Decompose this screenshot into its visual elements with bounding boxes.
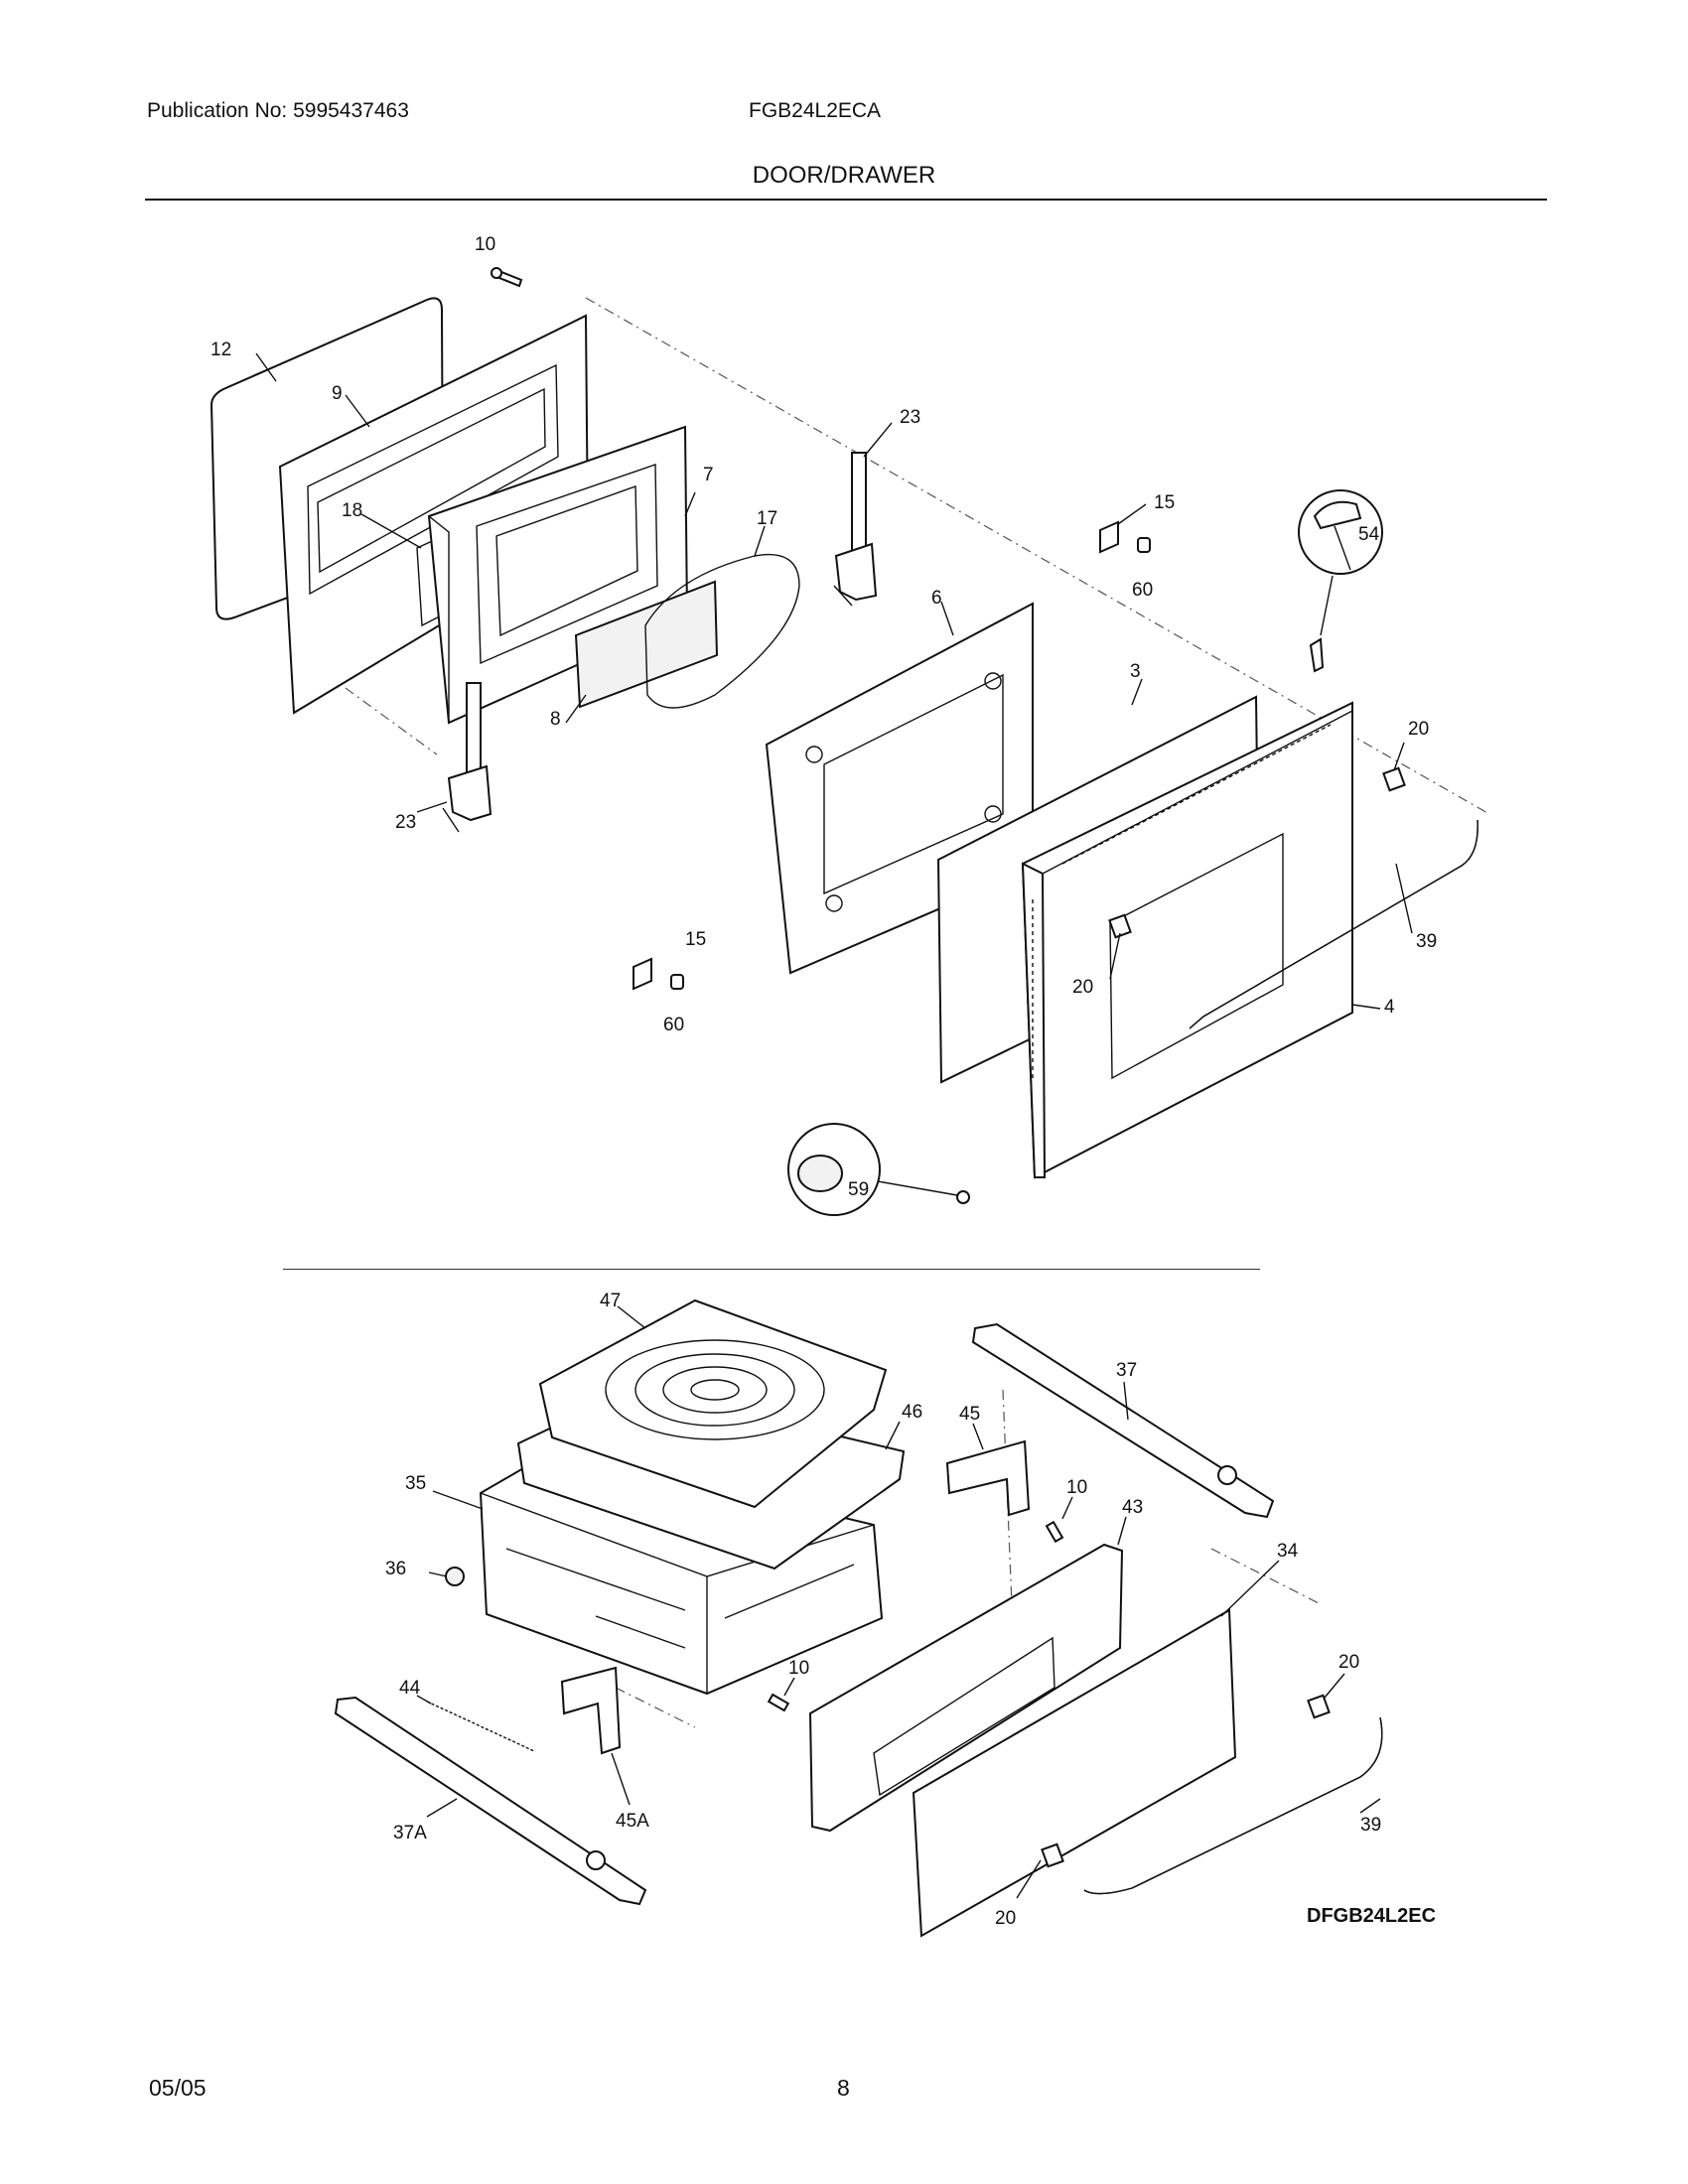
callout-47: 47 <box>600 1291 621 1311</box>
callout-60-upper: 60 <box>1132 580 1153 601</box>
screw-part-10-lower <box>767 1693 790 1712</box>
callout-37: 37 <box>1116 1360 1137 1381</box>
drawer-front-part-34 <box>912 1608 1237 1938</box>
callout-4: 4 <box>1384 997 1395 1018</box>
callout-36: 36 <box>385 1559 406 1579</box>
callout-39-drawer: 39 <box>1360 1815 1381 1836</box>
diagram-code: DFGB24L2EC <box>1307 1905 1436 1927</box>
callout-45: 45 <box>959 1404 980 1425</box>
callout-34: 34 <box>1277 1541 1299 1562</box>
callout-60-lower: 60 <box>663 1015 684 1035</box>
callout-39-door: 39 <box>1416 931 1437 952</box>
publication-date: 05/05 <box>149 2075 207 2101</box>
drawer-assembly <box>334 1298 1383 1938</box>
screw-detail-part-54 <box>1298 489 1383 673</box>
drawer-frame-part-43 <box>808 1543 1124 1833</box>
drawer-rail-part-37 <box>971 1322 1275 1519</box>
callout-54: 54 <box>1358 524 1380 545</box>
callout-8: 8 <box>550 709 561 730</box>
hinge-part-23-right <box>833 452 878 607</box>
callout-46: 46 <box>902 1402 922 1423</box>
clip-part-20-upper <box>1382 766 1406 792</box>
callout-7: 7 <box>703 465 714 485</box>
screw-part-10-upper <box>1045 1520 1064 1544</box>
bumper-part-60-lower <box>670 974 684 990</box>
callout-37A: 37A <box>393 1823 427 1843</box>
bumper-part-60-upper <box>1137 537 1151 553</box>
callout-10-drawer-upper: 10 <box>1066 1477 1087 1498</box>
broiler-insert-part-47 <box>538 1298 888 1509</box>
callout-15-lower: 15 <box>685 929 706 950</box>
clip-part-20-lower <box>1108 913 1132 939</box>
callout-12: 12 <box>211 340 231 360</box>
section-divider <box>283 1269 1260 1270</box>
callout-20-drawer-upper: 20 <box>1338 1652 1359 1673</box>
bracket-part-15-lower <box>633 957 652 991</box>
callout-23-right: 23 <box>900 407 920 428</box>
callout-9: 9 <box>332 383 343 404</box>
callout-44: 44 <box>399 1678 421 1699</box>
callout-3: 3 <box>1130 661 1141 682</box>
header-rule <box>145 199 1547 201</box>
callout-10-drawer-lower: 10 <box>788 1658 809 1679</box>
callout-20-lower: 20 <box>1072 977 1093 998</box>
callout-45A: 45A <box>616 1811 649 1832</box>
clip-part-20-drawer-lower <box>1041 1843 1064 1868</box>
model-number: FGB24L2ECA <box>749 99 882 122</box>
callout-20-drawer-lower: 20 <box>995 1908 1016 1929</box>
bracket-part-45A <box>560 1666 622 1755</box>
callout-10: 10 <box>475 234 495 255</box>
clip-part-20-drawer-upper <box>1307 1694 1331 1719</box>
drawer-callout-labels: 47 46 45 37 35 10 43 36 34 44 10 20 45A … <box>385 1291 1381 1929</box>
callout-35: 35 <box>405 1473 426 1494</box>
callout-15-upper: 15 <box>1154 492 1175 513</box>
plug-detail-part-59 <box>787 1123 970 1216</box>
callout-17: 17 <box>757 508 777 529</box>
hinge-part-23-left <box>442 682 492 833</box>
callout-43: 43 <box>1122 1497 1143 1518</box>
drawer-rail-part-37A <box>334 1696 647 1906</box>
bracket-part-45 <box>945 1439 1031 1517</box>
door-assembly <box>210 267 1490 1216</box>
callout-6: 6 <box>931 588 942 609</box>
spring-part-44 <box>426 1701 535 1752</box>
callout-59: 59 <box>848 1179 869 1200</box>
publication-number: Publication No: 5995437463 <box>147 99 409 122</box>
door-callout-labels: 10 12 9 18 7 17 8 23 23 6 3 15 60 15 60 … <box>211 234 1437 1200</box>
glass-gasket-part-17 <box>644 554 800 709</box>
bracket-part-15-upper <box>1099 520 1119 554</box>
section-title: DOOR/DRAWER <box>752 162 936 189</box>
screw-part-10 <box>491 267 523 288</box>
drawer-stop-part-36 <box>445 1567 465 1586</box>
outer-door-panel-part-4 <box>1021 701 1353 1179</box>
callout-23-left: 23 <box>395 812 416 833</box>
page-number: 8 <box>837 2075 850 2101</box>
callout-18: 18 <box>342 500 362 521</box>
callout-20-upper: 20 <box>1408 719 1429 740</box>
